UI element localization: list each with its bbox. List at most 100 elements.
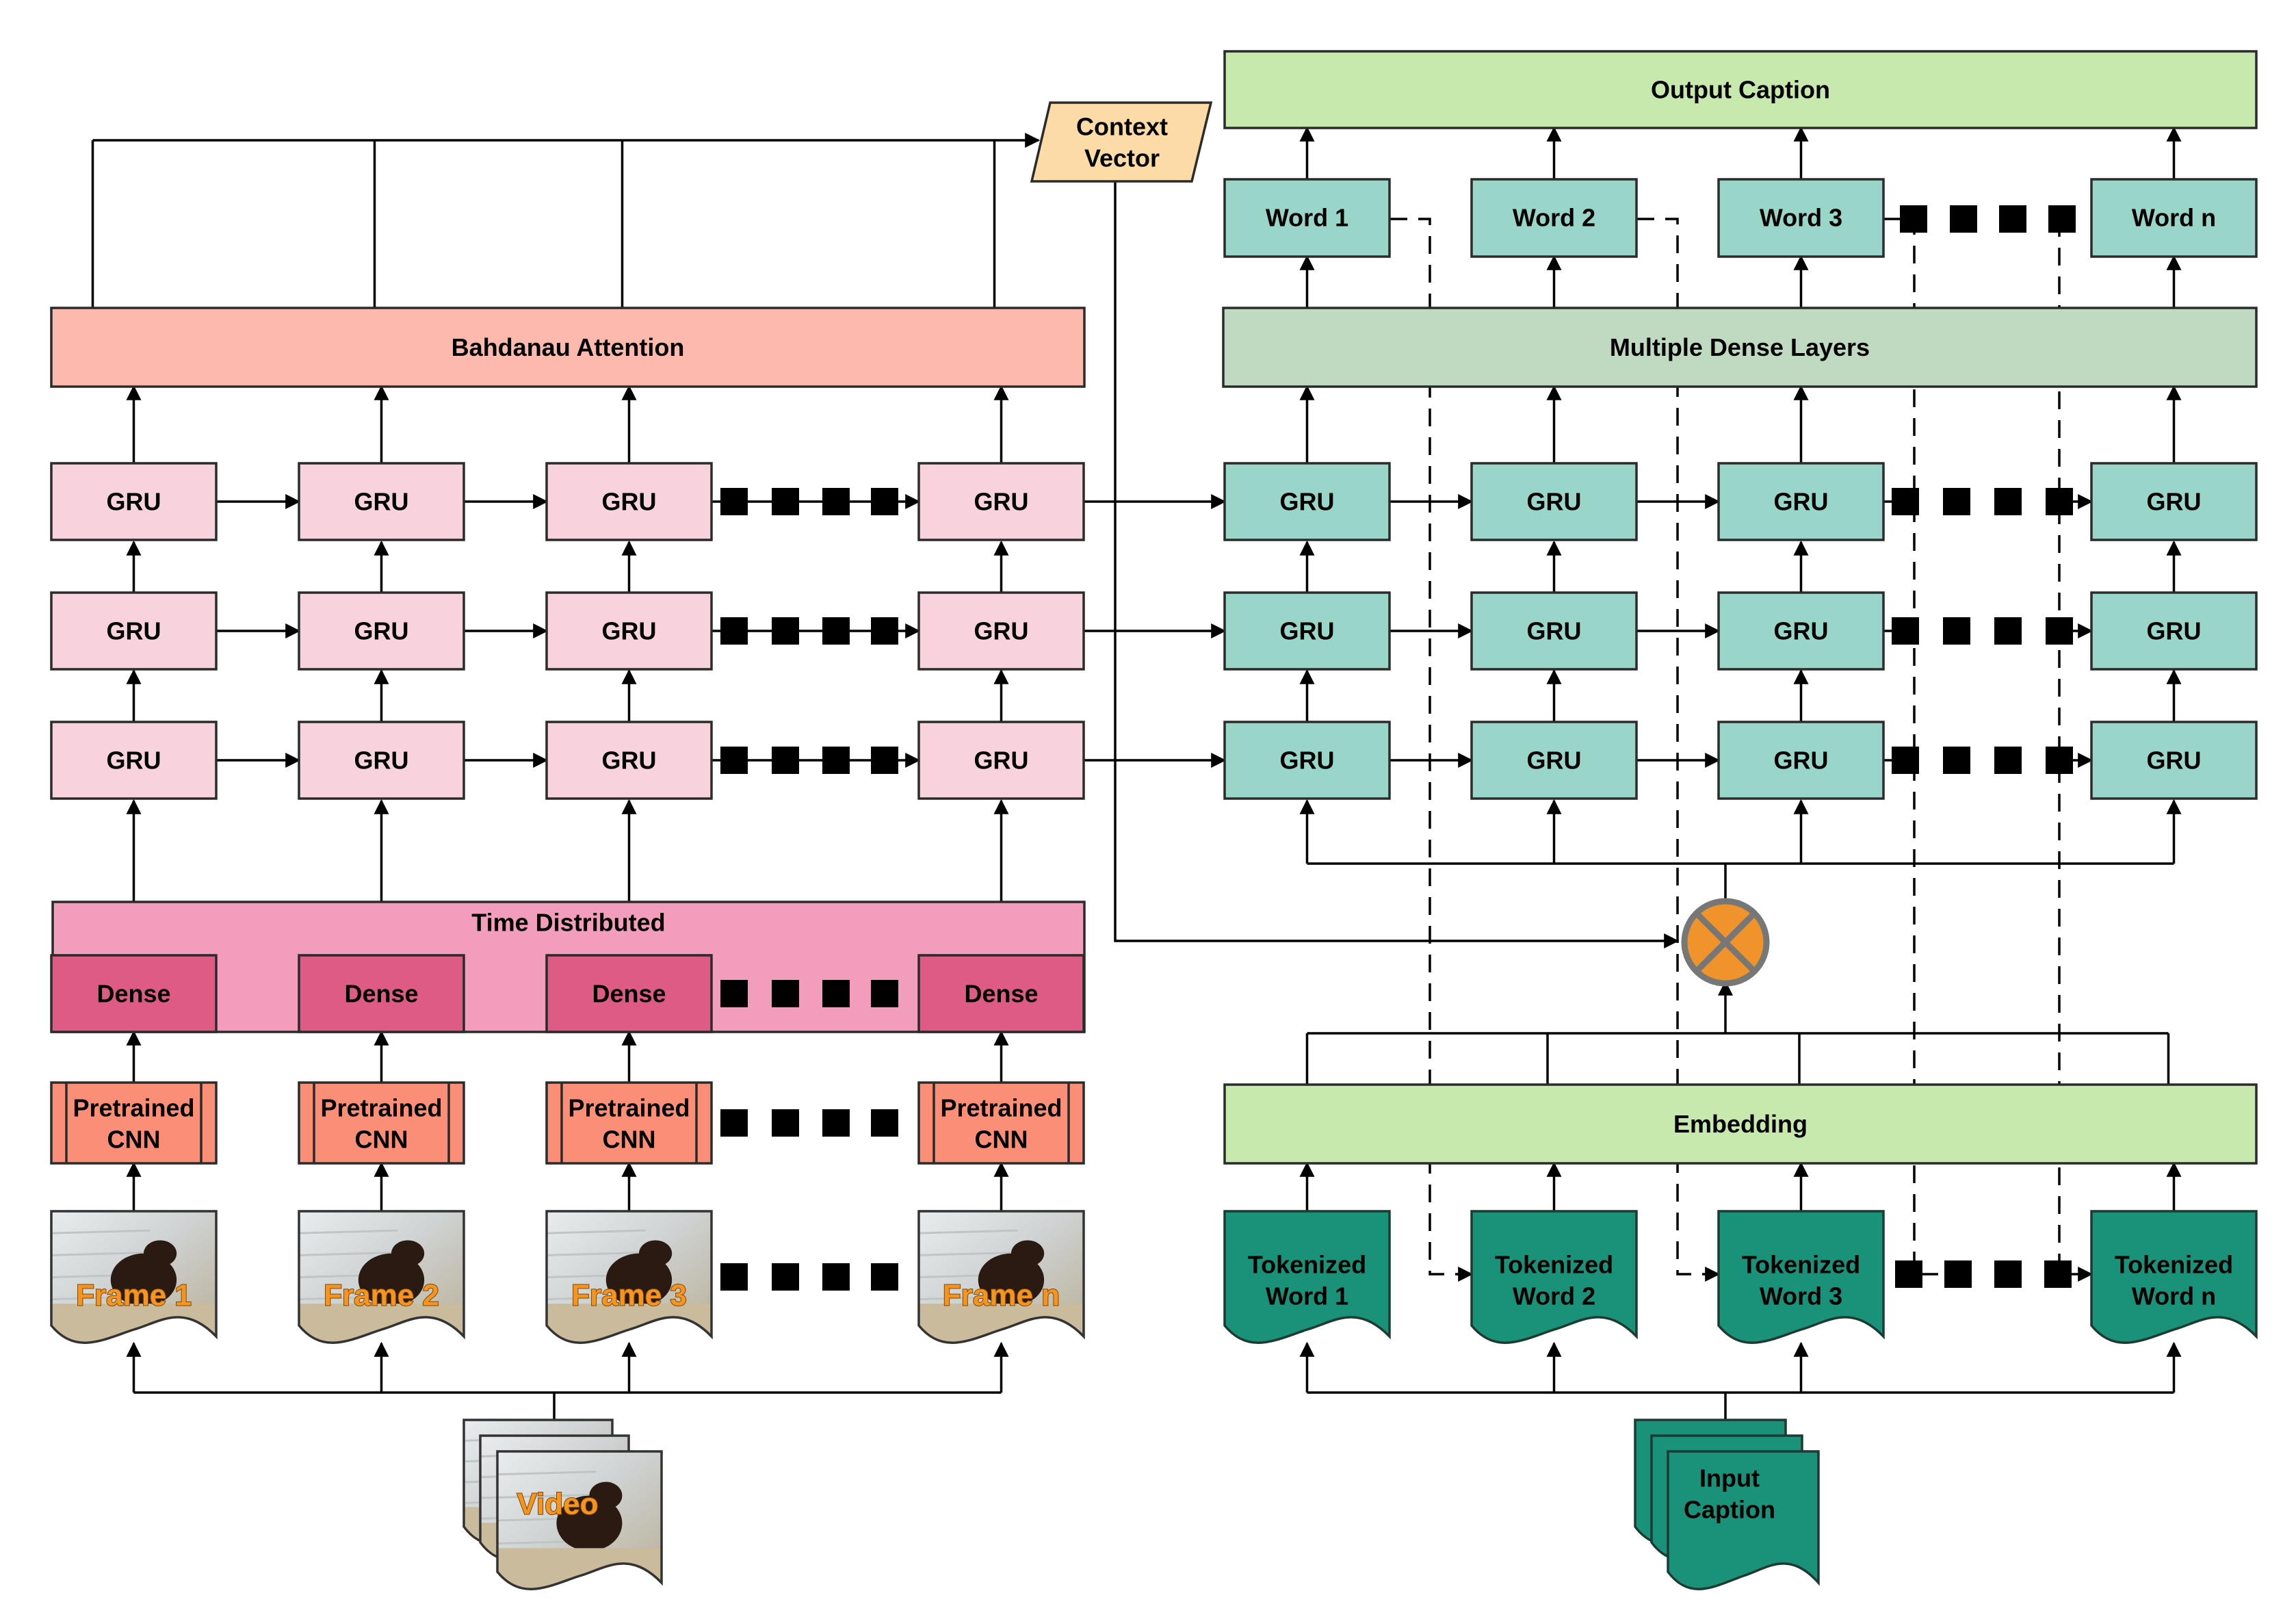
embedding-label: Embedding xyxy=(1673,1110,1808,1138)
tokenized-word-4-text-line-1: Tokenized xyxy=(2115,1251,2233,1279)
frame-3-thumbnail: Frame 3 xyxy=(545,1210,713,1344)
decoder-gru-r3-c1-label: GRU xyxy=(1280,747,1335,775)
dense-3-label: Dense xyxy=(592,980,666,1008)
decoder-gru-r3-c2-label: GRU xyxy=(1527,747,1582,775)
encoder-gru-r2-c4: GRU xyxy=(917,591,1085,671)
decoder-gru-r2-c1-label: GRU xyxy=(1280,617,1335,645)
pretrained-cnn-3-text-line-1: Pretrained xyxy=(568,1094,690,1122)
decoder-gru-r3-c2: GRU xyxy=(1470,721,1638,800)
dense-1: Dense xyxy=(50,954,218,1033)
decoder-gru-r2-c4: GRU xyxy=(2090,591,2258,671)
decoder-gru-r1-c1: GRU xyxy=(1223,462,1391,541)
decoder-gru-r1-c2-label: GRU xyxy=(1527,488,1582,516)
output-caption: Output Caption xyxy=(1223,50,2258,129)
pretrained-cnn-3-text-line-2: CNN xyxy=(603,1126,656,1154)
multiple-dense-layers-label: Multiple Dense Layers xyxy=(1610,333,1870,361)
encoder-gru-r1-c1-label: GRU xyxy=(107,488,161,516)
embedding: Embedding xyxy=(1223,1083,2258,1165)
dense-ellipsis xyxy=(720,980,898,1007)
word-3-label: Word 3 xyxy=(1760,204,1842,232)
word-1-label: Word 1 xyxy=(1266,204,1348,232)
word-4-box: Word n xyxy=(2090,178,2258,258)
dense-2-label: Dense xyxy=(344,980,418,1008)
pretrained-cnn-2-text-line-1: Pretrained xyxy=(320,1094,442,1122)
decoder-gru-r3-c1: GRU xyxy=(1223,721,1391,800)
decoder-gru-r1-c4: GRU xyxy=(2090,462,2258,541)
decoder-gru-r1-c3: GRU xyxy=(1717,462,1885,541)
encoder-gru-r1-c2-label: GRU xyxy=(354,488,409,516)
frame-2-thumbnail: Frame 2 xyxy=(298,1210,465,1344)
output-caption-label: Output Caption xyxy=(1651,76,1830,104)
decoder-gru-r2-c2-label: GRU xyxy=(1527,617,1582,645)
frame-4-thumbnail: Frame n xyxy=(917,1210,1085,1344)
encoder-gru-r3-c4: GRU xyxy=(917,721,1085,800)
pretrained-cnn-4-text-line-1: Pretrained xyxy=(940,1094,1062,1122)
merge-multiply-node xyxy=(1681,898,1770,987)
encoder-gru-r1-c4-label: GRU xyxy=(974,488,1029,516)
context-vector-text-line-2: Vector xyxy=(1084,144,1160,172)
context-vector-text-line-1: Context xyxy=(1076,113,1168,141)
decoder-gru-r1-c4-label: GRU xyxy=(2147,488,2202,516)
tokenized-word-4-text-line-2: Word n xyxy=(2132,1282,2216,1310)
bahdanau-attention: Bahdanau Attention xyxy=(50,307,1086,388)
encoder-gru-r2-c4-label: GRU xyxy=(974,617,1029,645)
encoder-gru-r2-c1: GRU xyxy=(50,591,218,671)
decoder-ellipsis-row-3 xyxy=(1892,747,2073,774)
video-input: Video xyxy=(462,1419,663,1590)
decoder-gru-r3-c3: GRU xyxy=(1717,721,1885,800)
dense-4-label: Dense xyxy=(964,980,1038,1008)
frame-ellipsis xyxy=(720,1263,898,1291)
decoder-gru-r2-c1: GRU xyxy=(1223,591,1391,671)
frame-3-label: Frame 3 xyxy=(571,1279,687,1312)
encoder-gru-r2-c2-label: GRU xyxy=(354,617,409,645)
decoder-gru-r2-c4-label: GRU xyxy=(2147,617,2202,645)
frame-2-label: Frame 2 xyxy=(324,1279,439,1312)
encoder-gru-r3-c4-label: GRU xyxy=(974,747,1029,775)
video-label: Video xyxy=(517,1488,598,1521)
encoder-gru-r3-c3: GRU xyxy=(545,721,713,800)
cnn-ellipsis xyxy=(720,1109,898,1137)
decoder-gru-r2-c3-label: GRU xyxy=(1774,617,1829,645)
decoder-gru-r2-c2: GRU xyxy=(1470,591,1638,671)
encoder-gru-r3-c1-label: GRU xyxy=(107,747,161,775)
frame-4-label: Frame n xyxy=(943,1279,1060,1312)
encoder-gru-r1-c1: GRU xyxy=(50,462,218,541)
word-3-box: Word 3 xyxy=(1717,178,1885,258)
encoder-gru-r2-c3-label: GRU xyxy=(602,617,657,645)
dense-1-label: Dense xyxy=(96,980,170,1008)
pretrained-cnn-4-text-line-2: CNN xyxy=(975,1126,1028,1154)
encoder-gru-r3-c1: GRU xyxy=(50,721,218,800)
dense-3: Dense xyxy=(545,954,713,1033)
tokenized-word-3-text-line-1: Tokenized xyxy=(1742,1251,1860,1279)
decoder-gru-r3-c4-label: GRU xyxy=(2147,747,2202,775)
tokenized-word-3-text-line-2: Word 3 xyxy=(1760,1282,1842,1310)
decoder-ellipsis-row-1 xyxy=(1892,488,2073,515)
decoder-gru-r2-c3: GRU xyxy=(1717,591,1885,671)
word-4-label: Word n xyxy=(2132,204,2216,232)
decoder-gru-r3-c4: GRU xyxy=(2090,721,2258,800)
tokenized-word-1-text-line-1: Tokenized xyxy=(1248,1251,1366,1279)
decoder-gru-r1-c1-label: GRU xyxy=(1280,488,1335,516)
decoder-gru-r3-c3-label: GRU xyxy=(1774,747,1829,775)
encoder-gru-r1-c3: GRU xyxy=(545,462,713,541)
decoder-ellipsis-row-2 xyxy=(1892,617,2073,645)
input-caption-text-line-2: Caption xyxy=(1684,1496,1775,1524)
tokenized-word-1-text-line-2: Word 1 xyxy=(1266,1282,1348,1310)
encoder-gru-r3-c3-label: GRU xyxy=(602,747,657,775)
frame-1-thumbnail: Frame 1 xyxy=(50,1210,218,1344)
encoder-gru-r2-c2: GRU xyxy=(298,591,465,671)
tokenized-word-2-text-line-2: Word 2 xyxy=(1513,1282,1595,1310)
encoder-gru-r1-c2: GRU xyxy=(298,462,465,541)
dense-2: Dense xyxy=(298,954,465,1033)
word-2-box: Word 2 xyxy=(1470,178,1638,258)
